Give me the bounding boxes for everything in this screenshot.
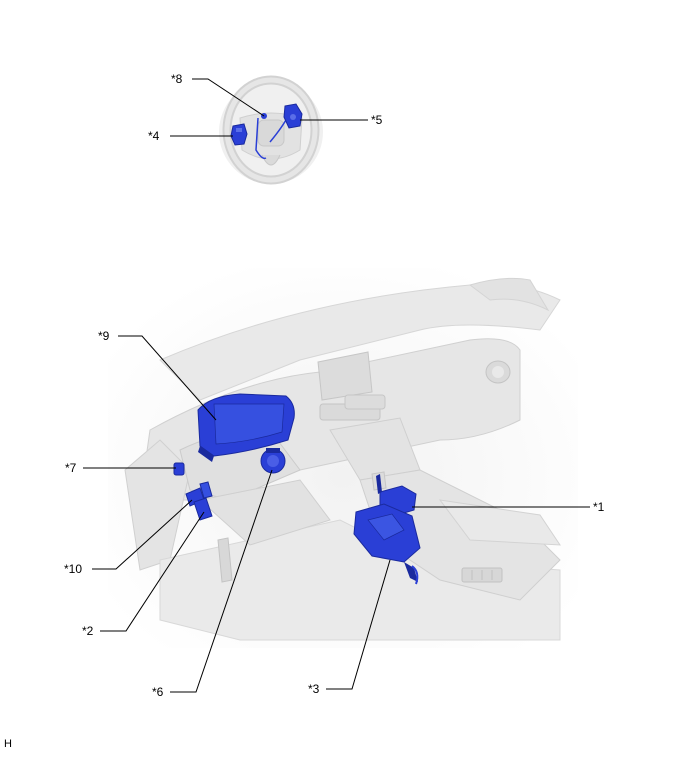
callout-7: *7: [65, 461, 77, 475]
leader-9: [118, 335, 217, 421]
callout-9: *9: [98, 329, 110, 343]
component-4-steering-switch-left: [230, 123, 248, 146]
leader-8: [192, 78, 265, 117]
component-3-transmission-control: [353, 503, 421, 585]
callout-4: *4: [148, 129, 160, 143]
leader-10: [92, 499, 193, 570]
callout-2: *2: [82, 624, 94, 638]
leader-6: [170, 469, 273, 693]
dashboard-illustration: [108, 268, 578, 648]
component-6-spiral-cable: [260, 448, 286, 474]
callout-6: *6: [152, 685, 164, 699]
leader-3: [326, 559, 391, 690]
callout-8: *8: [171, 72, 183, 86]
component-7-switch: [173, 462, 185, 476]
component-5-steering-switch-right: [283, 103, 303, 129]
callout-1: *1: [593, 500, 605, 514]
corner-code: H: [4, 738, 12, 750]
callout-10: *10: [64, 562, 83, 576]
leader-2: [100, 511, 205, 632]
callout-3: *3: [308, 682, 320, 696]
component-2-ecu: [193, 481, 213, 521]
callout-5: *5: [371, 113, 383, 127]
leader-lines: [83, 78, 590, 693]
component-9-combination-meter: [197, 393, 295, 462]
